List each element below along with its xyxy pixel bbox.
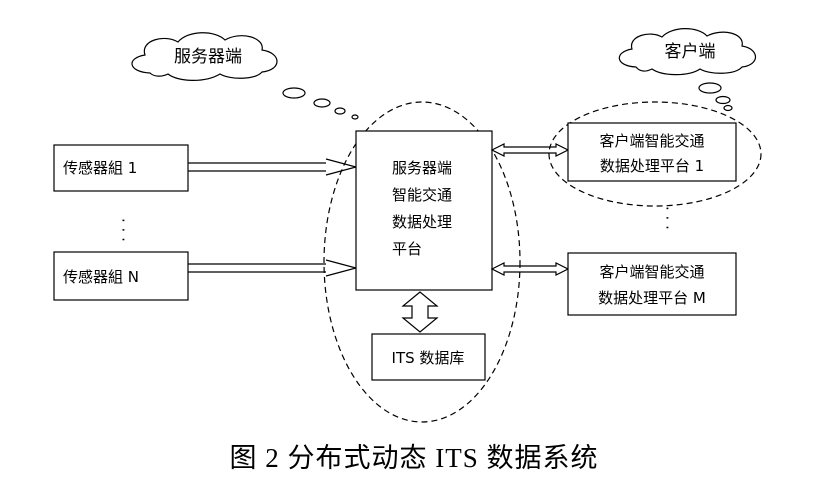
server-client-m-arrow	[490, 262, 570, 276]
client-cloud-outline	[618, 28, 757, 76]
its-database-box	[371, 333, 486, 381]
server-platform-box	[355, 130, 493, 291]
sensor-group-1-box	[53, 144, 189, 192]
client-platform-1: 客户端智能交通 数据处理平台 1	[567, 122, 737, 182]
its-database-label: ITS 数据库	[392, 349, 465, 367]
server-cloud: 服务器端	[131, 32, 359, 120]
client-cloud-bubble	[723, 104, 733, 112]
sensor-n-to-server-arrow	[188, 259, 359, 277]
server-platform-line-3: 数据处理	[392, 213, 452, 231]
server-client-1-arrow	[490, 143, 570, 157]
its-database: ITS 数据库	[371, 333, 486, 381]
server-platform: 服务器端 智能交通 数据处理 平台	[355, 130, 493, 291]
server-db-arrow	[401, 291, 439, 333]
client-platform-m-line-1: 客户端智能交通	[599, 263, 704, 281]
sensor-group-n-label: 传感器組 N	[63, 268, 139, 286]
client-ellipsis: · · ·	[658, 206, 676, 230]
server-cloud-bubble	[351, 114, 359, 120]
server-cloud-bubble	[334, 107, 346, 115]
sensor-group-1: 传感器組 1	[53, 144, 189, 192]
client-platform-m: 客户端智能交通 数据处理平台 M	[567, 252, 737, 316]
client-side-dashed-ellipse	[548, 101, 762, 207]
client-cloud-bubble	[715, 95, 731, 105]
sensor-group-n: 传感器組 N	[53, 251, 189, 301]
figure-caption: 图 2 分布式动态 ITS 数据系统	[229, 443, 599, 473]
client-platform-1-line-2: 数据处理平台 1	[600, 157, 704, 175]
client-cloud: 客户端	[618, 28, 757, 112]
server-platform-line-1: 服务器端	[392, 159, 452, 177]
client-platform-1-line-1: 客户端智能交通	[599, 132, 704, 150]
client-platform-m-box	[567, 252, 737, 316]
sensor-ellipsis: · · ·	[114, 218, 132, 242]
server-side-dashed-ellipse	[323, 101, 521, 423]
client-platform-1-box	[567, 122, 737, 182]
client-cloud-label: 客户端	[665, 42, 716, 62]
server-platform-line-2: 智能交通	[392, 186, 452, 204]
server-cloud-bubble	[313, 98, 331, 108]
server-cloud-label: 服务器端	[174, 47, 242, 67]
sensor-group-n-box	[53, 251, 189, 301]
sensor-1-to-server-arrow	[188, 158, 359, 176]
server-cloud-bubble	[282, 87, 306, 99]
server-platform-line-4: 平台	[392, 240, 422, 258]
client-cloud-bubble	[698, 82, 722, 94]
sensor-group-1-label: 传感器組 1	[63, 159, 137, 177]
server-cloud-outline	[131, 32, 278, 81]
client-platform-m-line-2: 数据处理平台 M	[598, 289, 706, 307]
